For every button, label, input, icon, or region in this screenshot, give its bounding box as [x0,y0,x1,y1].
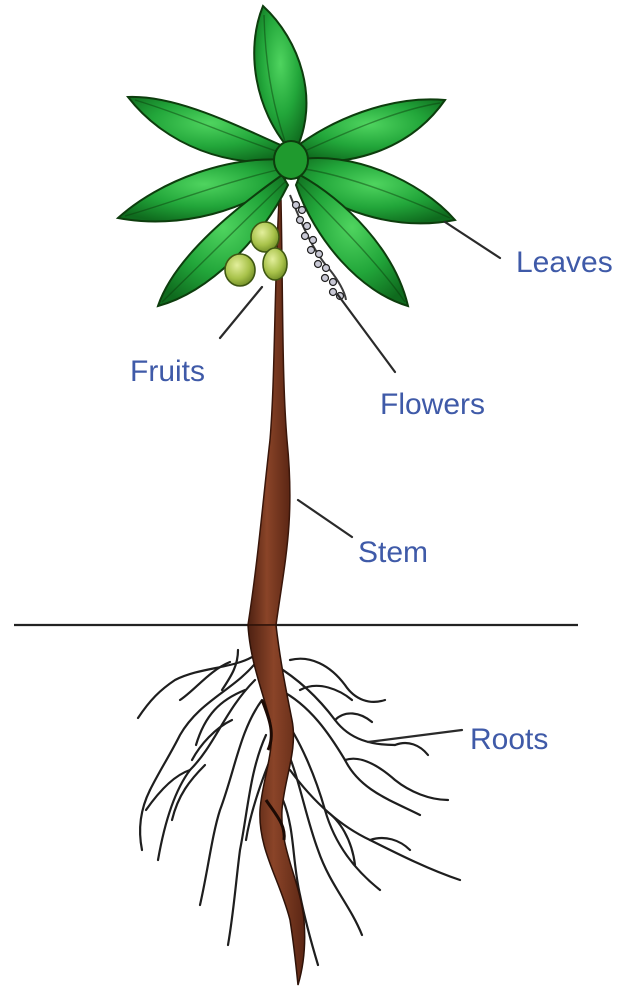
fruits-label: Fruits [130,355,205,388]
leaves-pointer [445,222,500,258]
flowers-pointer [338,295,395,372]
flowers-label: Flowers [380,388,485,421]
leaves-label: Leaves [516,246,613,279]
roots-label: Roots [470,723,548,756]
stem-pointer [298,500,352,537]
stem-label: Stem [358,536,428,569]
fruits-pointer [220,287,262,338]
roots-pointer [368,730,462,742]
